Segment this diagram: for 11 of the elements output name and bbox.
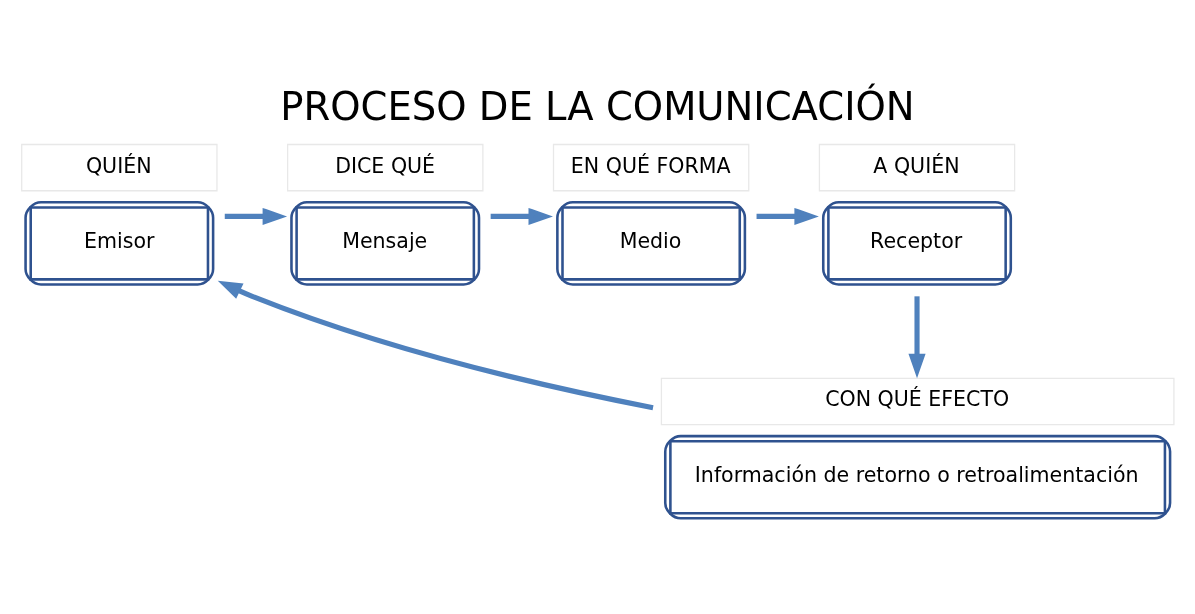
arrow (217, 280, 654, 411)
arrow (756, 207, 819, 225)
node-label: DICE QUÉ (335, 153, 436, 178)
arrow (908, 296, 926, 379)
node-label: EN QUÉ FORMA (570, 153, 731, 178)
arrow (224, 207, 288, 225)
node-label: CON QUÉ EFECTO (825, 387, 1010, 412)
arrow (490, 207, 553, 225)
diagram-title: PROCESO DE LA COMUNICACIÓN (280, 84, 915, 130)
node-label: A QUIÉN (873, 153, 960, 178)
node-label: QUIÉN (85, 153, 152, 178)
